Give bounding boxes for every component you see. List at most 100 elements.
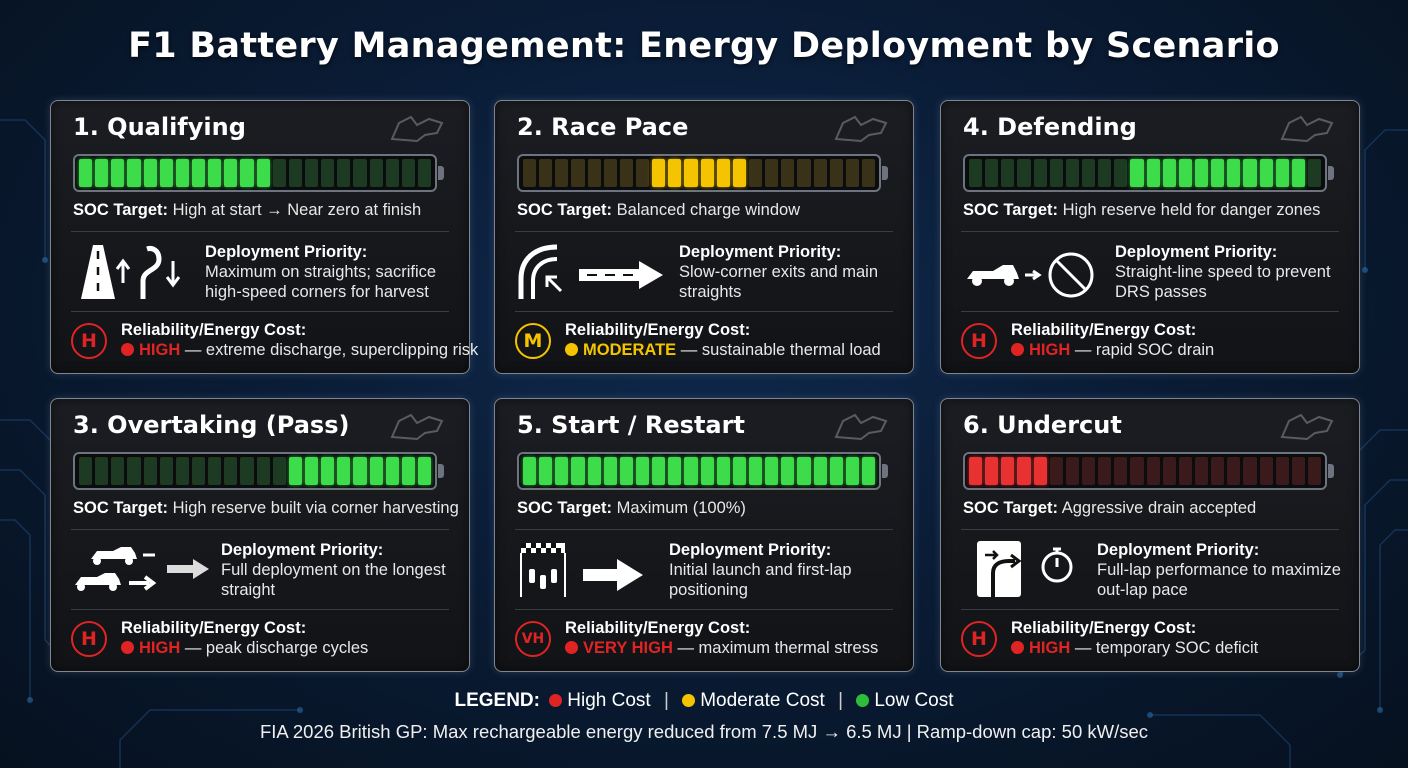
battery-segment — [240, 159, 254, 187]
battery-segment — [288, 457, 302, 485]
battery-segment — [127, 457, 141, 485]
battery-segment — [1065, 159, 1079, 187]
card-title: 5. Start / Restart — [517, 411, 745, 439]
battery-segment — [1211, 457, 1225, 485]
legend-label: LEGEND: — [454, 690, 540, 711]
soc-label: SOC Target: — [963, 201, 1059, 219]
battery-segment — [1033, 457, 1047, 485]
battery-segment — [829, 457, 843, 485]
cost-badge: H — [961, 323, 997, 359]
battery-segment — [985, 457, 999, 485]
track-map-icon — [390, 115, 444, 143]
battery-segment — [208, 159, 222, 187]
deployment-text: Straight-line speed to prevent DRS passe… — [1115, 263, 1331, 301]
cost-description: — temporary SOC deficit — [1070, 639, 1259, 657]
battery-segment — [732, 159, 746, 187]
battery-segment — [1243, 457, 1257, 485]
track-map-icon — [1280, 115, 1334, 143]
battery-segment — [684, 457, 698, 485]
battery-segment — [813, 159, 827, 187]
battery-segment — [337, 457, 351, 485]
battery-segment — [1130, 457, 1144, 485]
legend-low-dot — [856, 694, 870, 707]
cost-dot — [1011, 343, 1024, 356]
battery-segment — [1227, 159, 1241, 187]
battery-segment — [985, 159, 999, 187]
battery-segment — [1146, 159, 1160, 187]
reliability-text: HIGH — peak discharge cycles — [121, 639, 368, 658]
battery-segment — [619, 159, 633, 187]
divider — [515, 529, 893, 530]
battery-segment — [321, 159, 335, 187]
battery-segment — [1275, 457, 1289, 485]
deployment-label: Deployment Priority: — [1115, 243, 1278, 261]
battery-segment — [1146, 457, 1160, 485]
cost-level: MODERATE — [583, 341, 677, 359]
cost-description: — maximum thermal stress — [672, 639, 879, 657]
reliability-label: Reliability/Energy Cost: — [1011, 321, 1197, 339]
reliability-label: Reliability/Energy Cost: — [565, 321, 751, 339]
divider — [71, 311, 449, 312]
battery-segment — [401, 457, 415, 485]
battery-segment — [523, 457, 537, 485]
battery-segment — [1065, 457, 1079, 485]
battery-segment — [861, 457, 876, 485]
battery-segment — [571, 457, 585, 485]
battery-segment — [668, 457, 682, 485]
battery-segment — [1178, 159, 1192, 187]
soc-target: SOC Target: Maximum (100%) — [517, 499, 897, 518]
soc-value: High reserve built via corner harvesting — [172, 499, 459, 517]
divider — [961, 609, 1339, 610]
deployment-text: Initial launch and first-lap positioning — [669, 561, 852, 599]
divider — [515, 231, 893, 232]
cars-passing-icon — [75, 547, 209, 591]
battery-segment — [1227, 457, 1241, 485]
battery-segment — [369, 159, 383, 187]
battery-segment — [401, 159, 415, 187]
battery-gauge — [517, 452, 888, 490]
battery-segment — [1081, 159, 1096, 187]
cost-description: — extreme discharge, superclipping risk — [180, 341, 479, 359]
cost-description: — rapid SOC drain — [1070, 341, 1215, 359]
battery-segment — [668, 159, 682, 187]
battery-segment — [587, 457, 601, 485]
track-map-icon — [1280, 413, 1334, 441]
soc-label: SOC Target: — [517, 201, 613, 219]
battery-segment — [781, 457, 795, 485]
legend: LEGEND: High Cost | Moderate Cost | Low … — [0, 690, 1408, 712]
cost-badge: H — [71, 621, 107, 657]
battery-gauge — [517, 154, 888, 192]
soc-label: SOC Target: — [73, 201, 169, 219]
cost-badge: M — [515, 323, 551, 359]
deployment-label: Deployment Priority: — [1097, 541, 1260, 559]
battery-segment — [1162, 159, 1176, 187]
pit-lane-stopwatch-icon — [977, 541, 1073, 597]
divider — [961, 311, 1339, 312]
battery-segment — [111, 159, 125, 187]
cost-level: VERY HIGH — [583, 639, 673, 657]
battery-segment — [1194, 457, 1209, 485]
battery-segment — [1098, 457, 1112, 485]
battery-segment — [619, 457, 633, 485]
cost-badge: H — [71, 323, 107, 359]
divider — [515, 609, 893, 610]
battery-segment — [272, 457, 286, 485]
cost-level: HIGH — [139, 639, 181, 657]
no-drs-icon — [967, 252, 1094, 298]
footnote: FIA 2026 British GP: Max rechargeable en… — [259, 721, 1149, 742]
soc-label: SOC Target: — [963, 499, 1059, 517]
deployment-text: Maximum on straights; sacrifice high-spe… — [205, 263, 437, 301]
battery-segment — [111, 457, 125, 485]
battery-segment — [95, 457, 109, 485]
card-title: 1. Qualifying — [73, 113, 246, 141]
battery-segment — [969, 159, 983, 187]
card-undercut: 6. Undercut SOC Target: Aggressive drain… — [940, 398, 1360, 672]
deployment-text: Full-lap performance to maximize out-lap… — [1097, 561, 1341, 599]
battery-segment — [191, 457, 206, 485]
battery-segment — [272, 159, 286, 187]
battery-segment — [845, 457, 859, 485]
divider — [71, 609, 449, 610]
battery-segment — [143, 159, 157, 187]
battery-segment — [603, 159, 617, 187]
card-title: 2. Race Pace — [517, 113, 689, 141]
